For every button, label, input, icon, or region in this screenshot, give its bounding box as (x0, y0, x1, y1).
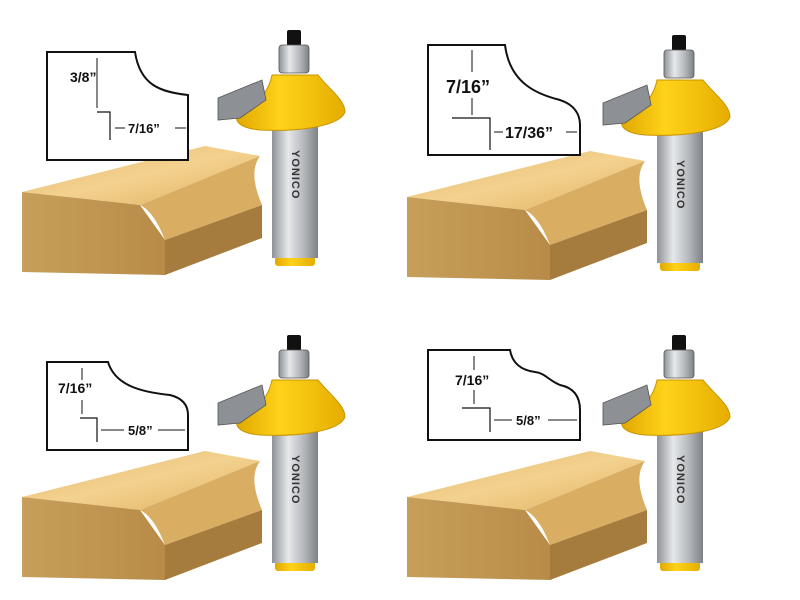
brand-label: YONICO (674, 455, 686, 504)
width-label: 7/16” (128, 121, 160, 136)
height-label: 7/16” (455, 372, 489, 388)
brand-label: YONICO (289, 455, 301, 504)
height-label: 7/16” (446, 77, 490, 97)
panel-1: 3/8” 7/16” YONICO (21, 29, 346, 276)
brand-label: YONICO (674, 160, 686, 209)
brand-label: YONICO (289, 150, 301, 199)
panel-2: 7/16” 17/36” YONICO (406, 34, 731, 281)
width-label: 5/8” (128, 423, 153, 438)
height-label: 7/16” (58, 380, 92, 396)
panel-4: 7/16” 5/8” YONICO (406, 334, 731, 581)
profile-diagram (46, 51, 189, 161)
profile-diagram (427, 44, 581, 156)
height-label: 3/8” (70, 69, 96, 85)
profile-diagram (427, 349, 581, 441)
profile-diagram (46, 361, 189, 451)
width-label: 17/36” (505, 125, 553, 142)
width-label: 5/8” (516, 413, 541, 428)
panel-3: 7/16” 5/8” YONICO (21, 334, 346, 581)
